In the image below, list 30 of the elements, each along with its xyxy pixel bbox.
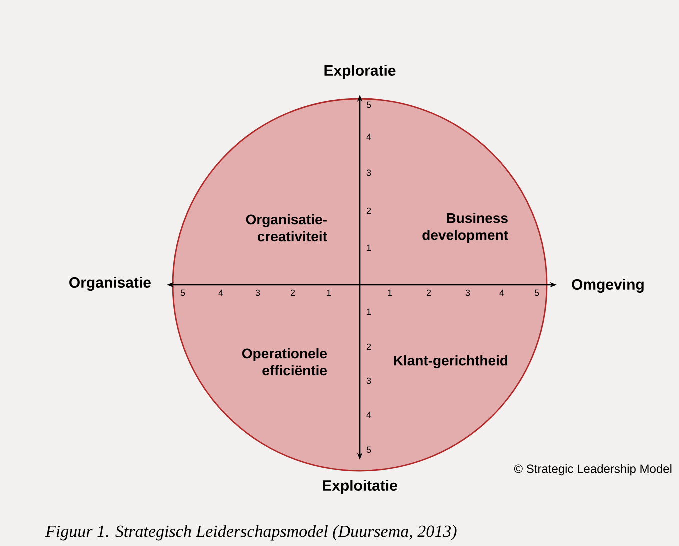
axis-label: Organisatie: [70, 276, 151, 292]
tick-label: 1: [388, 290, 392, 296]
tick-label: 5: [180, 290, 186, 296]
tick-label: 4: [500, 290, 504, 296]
tick-label: 3: [366, 170, 372, 176]
tick-label: 1: [367, 308, 372, 316]
tick-label: 4: [366, 412, 372, 418]
tick-label: 2: [426, 290, 432, 296]
tick-label: 5: [534, 290, 540, 296]
tick-label: 4: [366, 134, 372, 140]
quadrant-label: Klant-gerichtheid: [394, 355, 508, 369]
tick-label: 3: [466, 290, 470, 296]
quadrant-label: Operationele efficiëntie: [242, 348, 327, 376]
tick-label: 2: [290, 290, 296, 296]
tick-label: 5: [366, 102, 372, 108]
tick-label: 2: [366, 208, 372, 214]
tick-label: 5: [366, 446, 372, 454]
tick-label: 1: [327, 290, 332, 296]
copyright-note: © Strategic Leadership Model: [514, 464, 672, 476]
tick-label: 4: [218, 290, 224, 296]
caption: Figuur 1. Strategisch Leiderschapsmodel (Duursema, 2013): [45, 525, 457, 541]
axis-label: Exploitatie: [323, 480, 398, 494]
quadrant-label: Organisatie-creativiteit: [246, 214, 328, 242]
axis-label: Omgeving: [572, 278, 644, 294]
tick-label: 3: [366, 378, 372, 384]
tick-label: 3: [256, 290, 260, 296]
axis-label: Exploratie: [324, 65, 396, 79]
tick-label: 1: [367, 244, 372, 252]
tick-label: 2: [366, 344, 372, 350]
quadrant-label: Business development: [422, 212, 508, 244]
